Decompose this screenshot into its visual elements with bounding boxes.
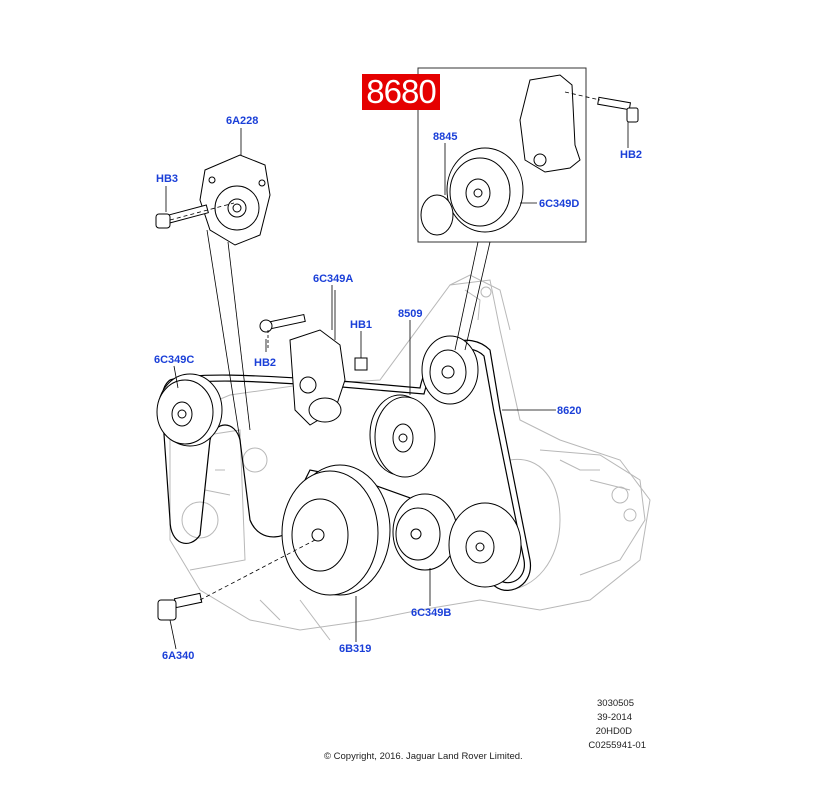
bolt-HB1 — [354, 357, 368, 371]
inset-dust-cap — [420, 194, 454, 236]
meta-line-3: 20HD0D — [595, 726, 632, 737]
label-6A228[interactable]: 6A228 — [226, 115, 259, 127]
label-6C349C[interactable]: 6C349C — [154, 354, 195, 366]
bolt-6A340 — [157, 592, 203, 621]
label-6A340[interactable]: 6A340 — [162, 650, 195, 662]
crank-pulley-6B319 — [281, 464, 391, 596]
compressor-pulley — [448, 502, 522, 588]
tensioner-6A228 — [199, 154, 271, 246]
bolt-HB2-right — [597, 96, 639, 123]
pulley-6C349C — [156, 373, 223, 447]
label-8845[interactable]: 8845 — [433, 131, 458, 143]
label-6C349B[interactable]: 6C349B — [411, 607, 452, 619]
label-8509[interactable]: 8509 — [398, 308, 423, 320]
pulley-6C349B — [392, 493, 458, 571]
tensioner-6C349A — [289, 329, 346, 426]
label-6C349A[interactable]: 6C349A — [313, 273, 354, 285]
leader-lines — [165, 122, 629, 650]
bolt-HB2-left — [259, 313, 306, 333]
meta-line-1: 3030505 — [597, 698, 634, 709]
callout-8680[interactable]: 8680 — [362, 74, 440, 110]
inset-bracket — [519, 74, 581, 173]
label-6C349D[interactable]: 6C349D — [539, 198, 580, 210]
label-HB1[interactable]: HB1 — [350, 319, 373, 331]
copyright-text: © Copyright, 2016. Jaguar Land Rover Lim… — [324, 751, 523, 762]
engine-block-ghost — [169, 274, 651, 641]
label-HB2-left[interactable]: HB2 — [254, 357, 277, 369]
label-8620[interactable]: 8620 — [557, 405, 582, 417]
inset-pulley — [446, 147, 524, 233]
idler-pulley-upper — [421, 335, 479, 405]
meta-line-4: C0255941-01 — [588, 740, 646, 751]
label-HB3[interactable]: HB3 — [156, 173, 179, 185]
pulley-8509 — [369, 394, 436, 478]
label-6B319[interactable]: 6B319 — [339, 643, 372, 655]
meta-line-2: 39-2014 — [597, 712, 632, 723]
label-HB2-right[interactable]: HB2 — [620, 149, 643, 161]
bolt-HB3 — [155, 204, 209, 229]
